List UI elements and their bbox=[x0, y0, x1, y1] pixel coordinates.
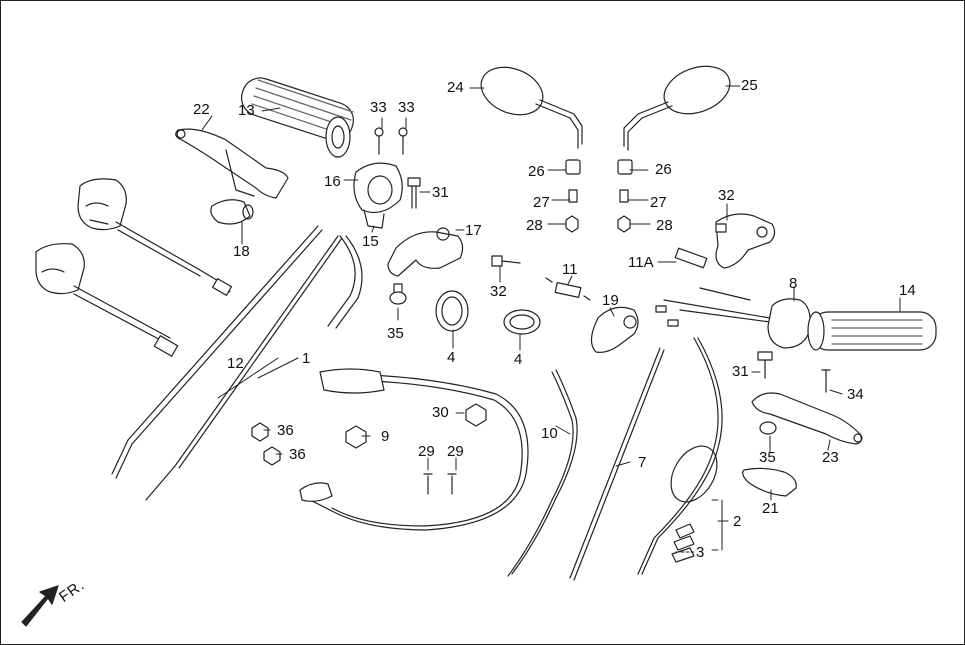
left-switch-assembly bbox=[77, 178, 233, 296]
cable-1 bbox=[174, 235, 343, 469]
nut-36-lower bbox=[263, 446, 281, 466]
leader-lines bbox=[201, 85, 901, 553]
callout-29-b: 29 bbox=[447, 443, 464, 460]
callout-29-a: 29 bbox=[418, 443, 435, 460]
screws-29 bbox=[423, 473, 457, 495]
throttle-cable-loop bbox=[309, 373, 529, 531]
bolt-31-right bbox=[757, 351, 773, 361]
mirror-24 bbox=[480, 66, 583, 149]
nut-36-upper bbox=[251, 422, 269, 442]
right-grip-part bbox=[807, 311, 937, 351]
callout-18: 18 bbox=[233, 243, 250, 260]
callout-14: 14 bbox=[899, 282, 916, 299]
callout-36-a: 36 bbox=[277, 422, 294, 439]
callout-35-a: 35 bbox=[387, 325, 404, 342]
callout-28-b: 28 bbox=[656, 217, 673, 234]
lever-boot-21 bbox=[742, 467, 797, 497]
callout-32-b: 32 bbox=[718, 187, 735, 204]
boot-3 bbox=[671, 523, 695, 563]
callout-30: 30 bbox=[432, 404, 449, 421]
callout-4-b: 4 bbox=[514, 351, 523, 368]
callout-11: 11 bbox=[562, 261, 578, 278]
bolt-31-left bbox=[407, 177, 421, 209]
cable-2 bbox=[637, 337, 723, 575]
washer-35-left bbox=[389, 283, 407, 305]
callout-3: 3 bbox=[696, 544, 705, 561]
nut-30 bbox=[465, 403, 487, 427]
callout-26-b: 26 bbox=[655, 161, 672, 178]
left-switch-lower-assembly bbox=[35, 243, 179, 357]
left-grip-part bbox=[240, 77, 354, 158]
cable-10 bbox=[507, 369, 578, 577]
cable-12-end bbox=[111, 439, 133, 479]
callout-36-b: 36 bbox=[289, 446, 306, 463]
callout-25: 25 bbox=[741, 77, 758, 94]
mirror-fitting-left bbox=[565, 159, 581, 233]
callout-23: 23 bbox=[822, 449, 839, 466]
band-4-left bbox=[435, 290, 469, 332]
callout-10: 10 bbox=[541, 425, 558, 442]
callout-22: 22 bbox=[193, 101, 210, 118]
callout-27-a: 27 bbox=[533, 194, 550, 211]
clutch-lever-part bbox=[175, 128, 289, 199]
washer-35-right bbox=[759, 421, 777, 435]
callout-15: 15 bbox=[362, 233, 379, 250]
callout-33-a: 33 bbox=[370, 99, 387, 116]
callout-27-b: 27 bbox=[650, 194, 667, 211]
callout-33-b: 33 bbox=[398, 99, 415, 116]
brake-master-part bbox=[590, 306, 639, 353]
callout-19: 19 bbox=[602, 292, 619, 309]
callout-34: 34 bbox=[847, 386, 864, 403]
bolt-34 bbox=[821, 369, 831, 393]
callout-2: 2 bbox=[733, 513, 742, 530]
callout-32-a: 32 bbox=[490, 283, 507, 300]
right-switch-assembly bbox=[655, 287, 811, 349]
throttle-housing-part bbox=[353, 162, 403, 229]
callout-1: 1 bbox=[302, 350, 311, 367]
callout-8: 8 bbox=[789, 275, 798, 292]
cable-7 bbox=[569, 347, 665, 581]
front-direction-arrow bbox=[21, 585, 59, 627]
callout-7: 7 bbox=[638, 454, 647, 471]
nut-9 bbox=[345, 425, 367, 449]
switch-11 bbox=[554, 282, 582, 298]
screws-33 bbox=[374, 127, 408, 155]
cable-1-end bbox=[145, 465, 176, 501]
throttle-cable-bend bbox=[327, 235, 363, 329]
switch-11a bbox=[674, 247, 708, 269]
bolt-32-left bbox=[491, 255, 521, 267]
mirror-25 bbox=[623, 65, 731, 151]
lever-boot-part bbox=[210, 199, 254, 225]
callout-21: 21 bbox=[762, 500, 779, 517]
callout-4-a: 4 bbox=[447, 349, 456, 366]
lever-holder-right bbox=[715, 213, 776, 269]
callout-24: 24 bbox=[447, 79, 464, 96]
cable-12 bbox=[127, 225, 323, 445]
mirror-clamp-part bbox=[387, 227, 464, 277]
mirror-fitting-right bbox=[617, 159, 633, 233]
callout-31-a: 31 bbox=[432, 184, 449, 201]
callout-9: 9 bbox=[381, 428, 390, 445]
callout-17: 17 bbox=[465, 222, 482, 239]
callout-13: 13 bbox=[238, 102, 255, 119]
brake-lever-part bbox=[751, 392, 863, 445]
callout-31-b: 31 bbox=[732, 363, 749, 380]
callout-12: 12 bbox=[227, 355, 244, 372]
callout-26-a: 26 bbox=[528, 163, 545, 180]
callout-35-b: 35 bbox=[759, 449, 776, 466]
callout-16: 16 bbox=[324, 173, 341, 190]
callout-28-a: 28 bbox=[526, 217, 543, 234]
band-4-center bbox=[503, 309, 541, 335]
callout-11a: 11A bbox=[628, 254, 654, 271]
